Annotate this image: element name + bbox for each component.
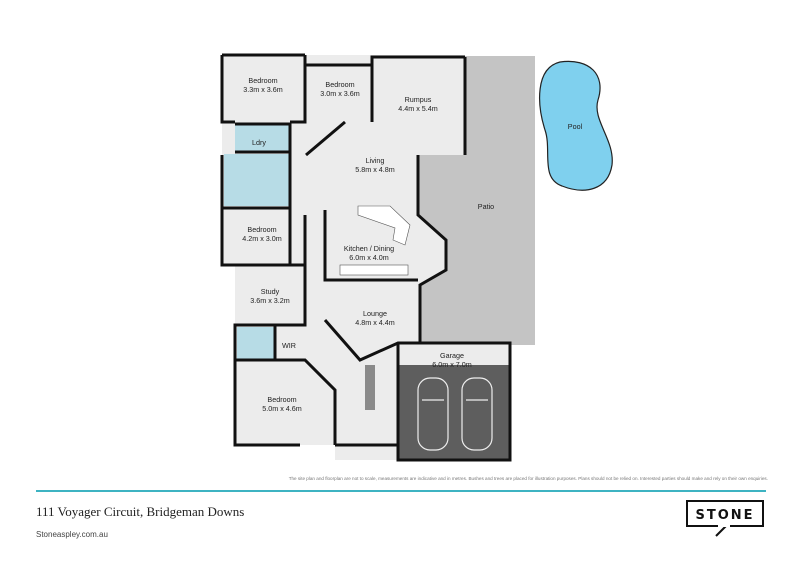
room-dims-living: 5.8m x 4.8m — [355, 165, 395, 174]
room-label-laundry: Ldry — [252, 138, 266, 147]
laundry-area — [235, 124, 289, 151]
room-dims-rumpus: 4.4m x 5.4m — [398, 104, 438, 113]
room-dims-kitchen: 6.0m x 4.0m — [349, 253, 389, 262]
bathroom-area — [224, 154, 290, 206]
room-dims-bedroom1: 3.3m x 3.6m — [243, 85, 283, 94]
kitchen-bench — [357, 205, 411, 246]
patio-area — [418, 56, 535, 345]
room-dims-lounge: 4.8m x 4.4m — [355, 318, 395, 327]
ensuite-area — [237, 327, 275, 360]
garage-floor — [398, 365, 510, 460]
room-label-kitchen: Kitchen / Dining — [344, 244, 394, 253]
room-dims-garage: 6.0m x 7.0m — [432, 360, 472, 369]
walls — [220, 53, 512, 462]
kitchen-counter — [339, 264, 409, 276]
property-address: 111 Voyager Circuit, Bridgeman Downs — [36, 504, 245, 519]
room-label-lounge: Lounge — [363, 309, 387, 318]
svg-text:STONE: STONE — [695, 508, 754, 523]
website-link[interactable]: Stoneaspley.com.au — [36, 530, 108, 539]
room-label-garage: Garage — [440, 351, 464, 360]
room-label-wir: WIR — [282, 341, 296, 350]
accent-divider — [36, 490, 766, 492]
garage-entry — [398, 343, 510, 365]
room-dims-bedroom2: 3.0m x 3.6m — [320, 89, 360, 98]
room-label-bedroom2: Bedroom — [325, 80, 354, 89]
room-label-bedroom1: Bedroom — [248, 76, 277, 85]
garden-bed — [365, 365, 375, 410]
room-label-rumpus: Rumpus — [405, 95, 432, 104]
room-label-pool: Pool — [568, 122, 583, 131]
room-label-bedroom3: Bedroom — [247, 225, 276, 234]
room-dims-bedroom3: 4.2m x 3.0m — [242, 234, 282, 243]
room-label-living: Living — [366, 156, 385, 165]
stone-logo: STONE — [686, 500, 764, 537]
disclaimer: The site plan and floorplan are not to s… — [288, 476, 768, 481]
car-icon — [417, 377, 493, 451]
room-label-bedroom4: Bedroom — [267, 395, 296, 404]
room-dims-study: 3.6m x 3.2m — [250, 296, 290, 305]
room-label-study: Study — [261, 287, 280, 296]
pool — [539, 60, 613, 191]
room-dims-bedroom4: 5.0m x 4.6m — [262, 404, 302, 413]
room-label-patio: Patio — [478, 202, 494, 211]
